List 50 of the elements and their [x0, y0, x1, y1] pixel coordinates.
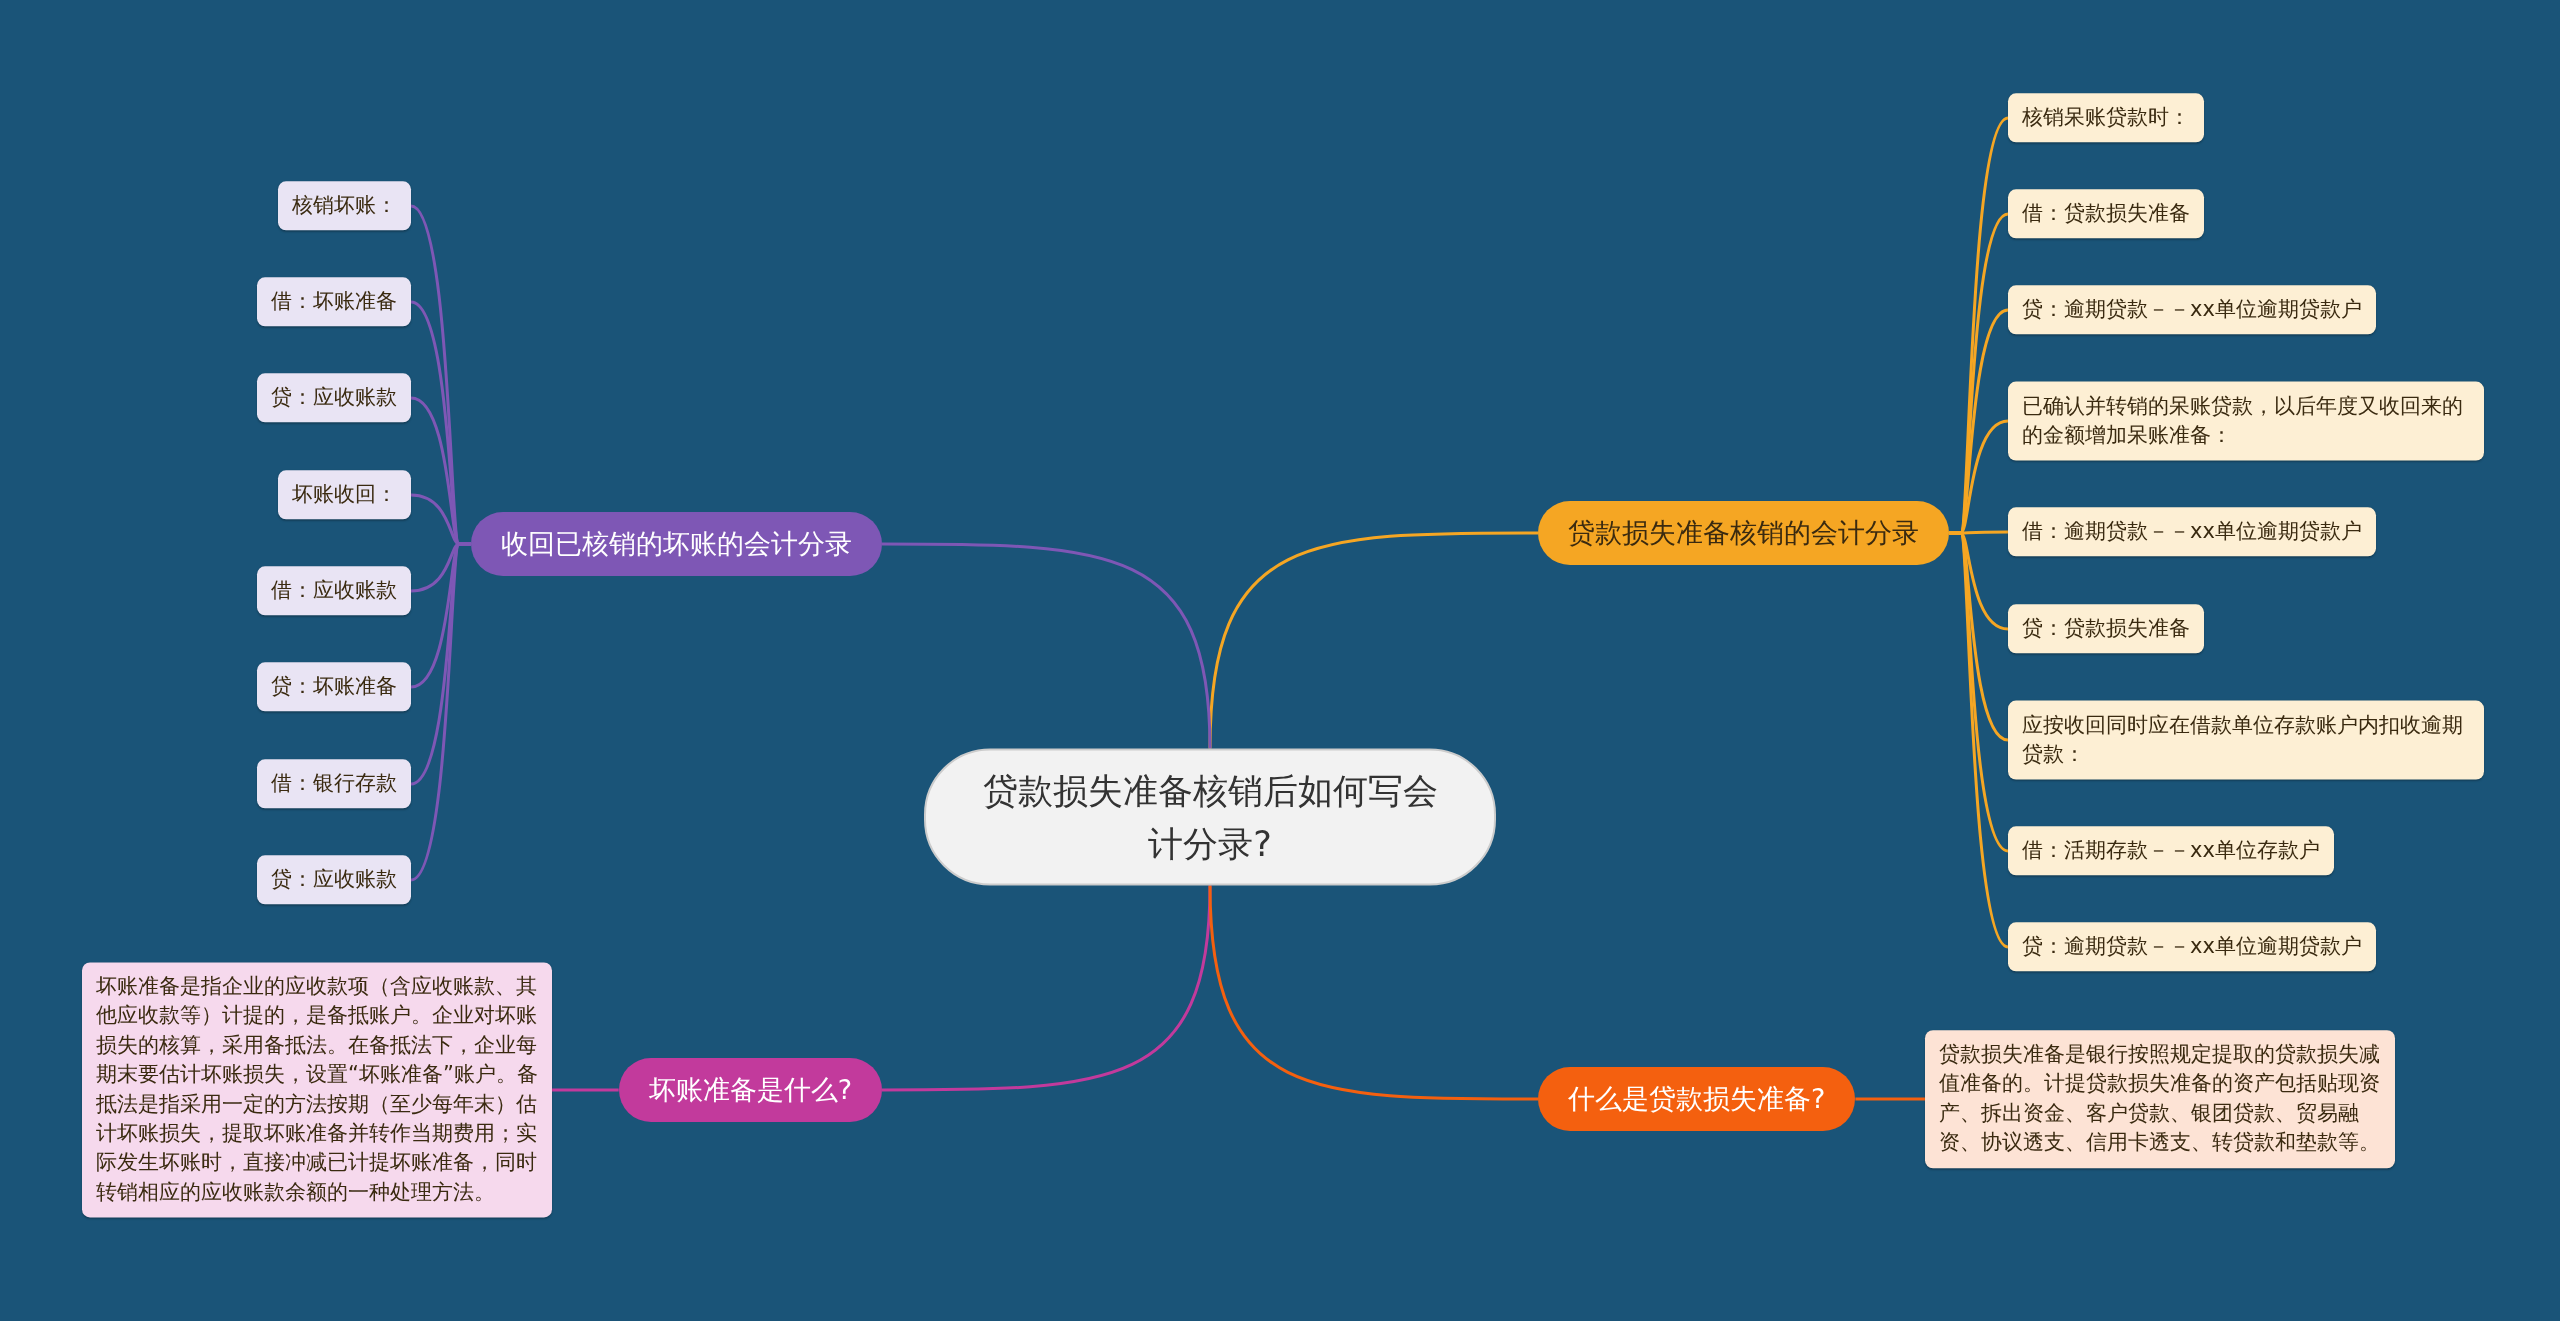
node-text: 什么是贷款损失准备? [1568, 1082, 1826, 1116]
node-text: 贷款损失准备核销后如何写会计分录? [981, 769, 1439, 865]
connector-line [1949, 531, 2009, 949]
node-text: 应按收回同时应在借款单位存款账户内扣收逾期贷款： [2022, 711, 2464, 768]
node-text: 贷：逾期贷款－－xx单位逾期贷款户 [2022, 296, 2362, 324]
connector-line [1855, 1097, 1925, 1101]
leaf-card [278, 470, 411, 520]
node-text: 坏账准备是指企业的应收款项（含应收账款、其他应收款等）计提的，是备抵账户。企业对坏账损失的核算，采用备抵法。在备抵法下，企业每期末要估计坏账损失，设置“坏账准备”账户。备抵法是指采用一定的方法按期（至少每年末）估计坏账损失，提取坏账准备并转作当期费用；实际发生坏账时，直接冲减已计提坏账准备，同时转销相应的应收账款余额的一种处理方法。 [96, 973, 538, 1207]
node-text: 贷款损失准备是银行按照规定提取的贷款损失减值准备的。计提贷款损失准备的资产包括贴现资产、拆出资金、客户贷款、银团贷款、贸易融资、协议透支、信用卡透支、转贷款和垫款等。 [1939, 1041, 2381, 1157]
node-text: 已确认并转销的呆账贷款，以后年度又收回来的的金额增加呆账准备： [2022, 392, 2464, 449]
connector-line [1208, 531, 1538, 749]
connector-line [410, 542, 471, 882]
leaf-card [2008, 700, 2484, 780]
leaf-card [278, 181, 411, 231]
leaf-card [2008, 507, 2376, 557]
node-text: 坏账准备是什么? [648, 1073, 852, 1107]
node-text: 坏账收回： [292, 481, 397, 509]
leaf-card [257, 277, 411, 327]
node-text: 借：贷款损失准备 [2022, 200, 2190, 228]
connector-line [882, 542, 1212, 749]
node-text: 借：银行存款 [271, 770, 397, 798]
leaf-card [257, 855, 411, 905]
leaf-card [2008, 922, 2376, 972]
node-text: 核销呆账贷款时： [2022, 104, 2190, 132]
leaf-card [2008, 826, 2334, 876]
node-text: 收回已核销的坏账的会计分录 [501, 527, 852, 561]
node-text: 核销坏账： [292, 192, 397, 220]
node-text: 贷款损失准备核销的会计分录 [1568, 516, 1919, 550]
leaf-card [257, 373, 411, 423]
leaf-card [257, 662, 411, 712]
connector-line [882, 885, 1212, 1092]
leaf-card [257, 566, 411, 616]
node-text: 贷：逾期贷款－－xx单位逾期贷款户 [2022, 933, 2362, 961]
connector-line [552, 1088, 619, 1092]
leaf-card [2008, 189, 2204, 239]
node-text: 贷：坏账准备 [271, 673, 397, 701]
leaf-card [2008, 604, 2204, 654]
leaf-card [2008, 93, 2204, 143]
connector-line [1208, 885, 1538, 1101]
node-text: 贷：贷款损失准备 [2022, 615, 2190, 643]
node-text: 贷：应收账款 [271, 384, 397, 412]
node-text: 借：逾期贷款－－xx单位逾期贷款户 [2022, 518, 2362, 546]
node-text: 借：坏账准备 [271, 288, 397, 316]
leaf-card [257, 759, 411, 809]
node-text: 借：应收账款 [271, 577, 397, 605]
leaf-card [1925, 1030, 2395, 1168]
node-text: 贷：应收账款 [271, 866, 397, 894]
leaf-card [2008, 381, 2484, 461]
node-text: 借：活期存款－－xx单位存款户 [2022, 837, 2320, 865]
leaf-card [2008, 285, 2376, 335]
